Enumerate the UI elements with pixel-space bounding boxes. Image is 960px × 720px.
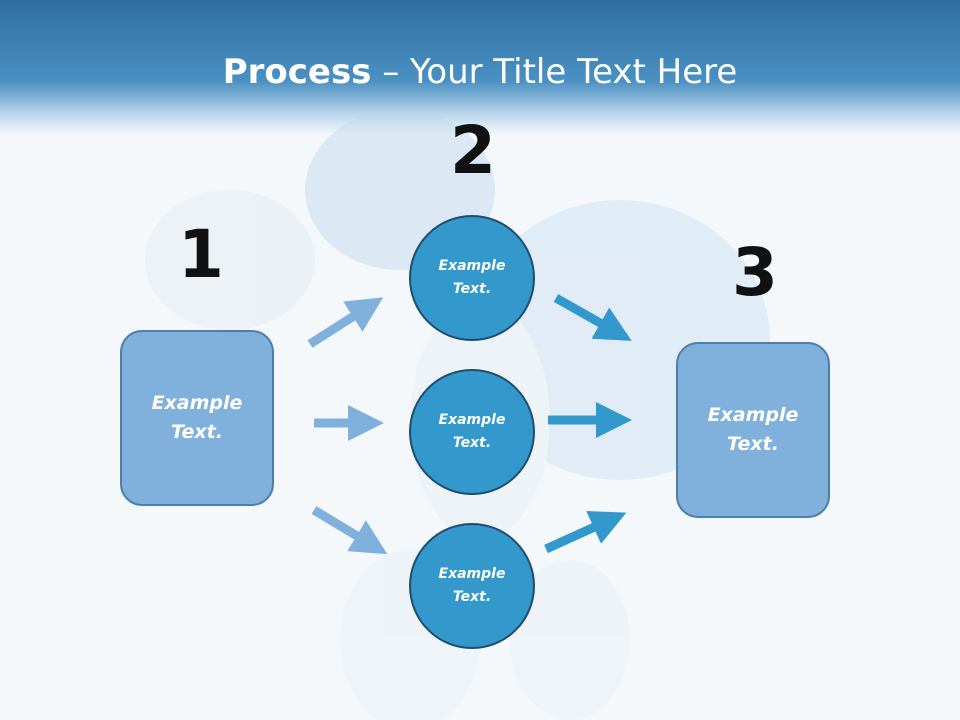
arrow-bottom-to-right [544,511,627,554]
left-box: Example Text. [120,330,274,506]
step-number-3: 3 [732,234,778,311]
page-title: Process – Your Title Text Here [0,52,960,92]
circle-top-label: Example Text. [438,258,506,297]
right-box-label: Example Text. [707,404,799,455]
title-rest: – Your Title Text Here [371,52,738,92]
circle-top: Example Text. [409,215,535,341]
circle-middle-label: Example Text. [438,412,506,451]
step-number-2: 2 [450,112,496,189]
arrow-left-to-top [307,297,384,348]
title-bold: Process [222,52,372,92]
arrow-left-to-bottom [311,506,388,555]
arrow-top-to-right [553,294,632,341]
left-box-label: Example Text. [151,392,243,443]
circle-middle: Example Text. [409,369,535,495]
circle-bottom-label: Example Text. [438,566,506,605]
circle-bottom: Example Text. [409,523,535,649]
right-box: Example Text. [676,342,830,518]
header-band [0,0,960,135]
step-number-1: 1 [178,216,224,293]
